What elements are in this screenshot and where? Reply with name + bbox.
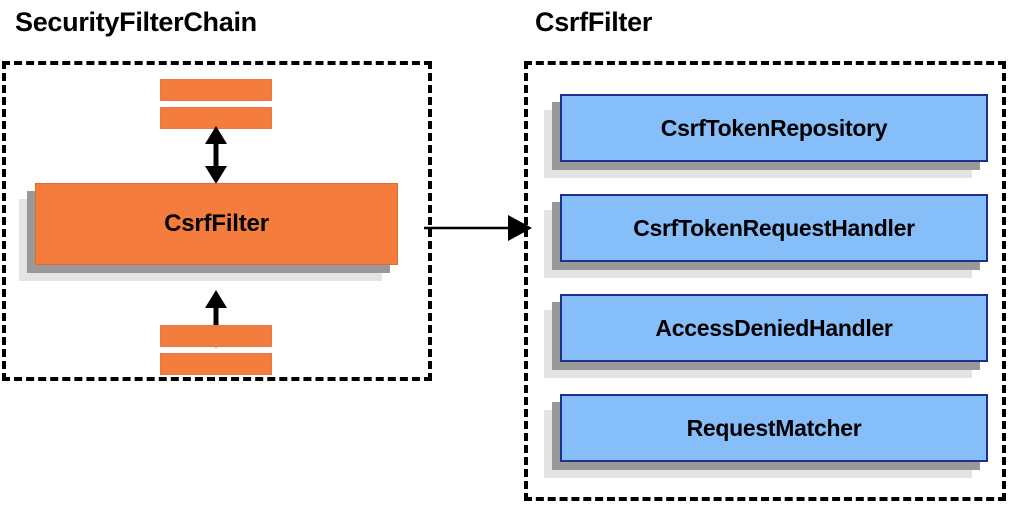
csrffilter-box[interactable]: CsrfFilter — [35, 183, 398, 265]
component-box-requestmatcher[interactable]: RequestMatcher — [560, 394, 988, 462]
component-label: AccessDeniedHandler — [655, 314, 893, 341]
component-label: CsrfTokenRepository — [660, 114, 888, 141]
csrffilter-box-label: CsrfFilter — [164, 210, 269, 237]
component-box-accessdeniedhandler[interactable]: AccessDeniedHandler — [560, 294, 988, 362]
filter-bar-bottom-1 — [160, 325, 272, 347]
component-box-csrftokenrepository[interactable]: CsrfTokenRepository — [560, 94, 988, 162]
page-title-securityfilterchain: SecurityFilterChain — [15, 7, 257, 37]
cross-panel-arrow-icon — [424, 215, 532, 241]
page-title-csrffilter: CsrfFilter — [535, 7, 653, 37]
filter-bar-top-1 — [160, 79, 272, 101]
component-box-csrftokenrequesthandler[interactable]: CsrfTokenRequestHandler — [560, 194, 988, 262]
component-label: RequestMatcher — [686, 414, 862, 441]
component-label: CsrfTokenRequestHandler — [633, 214, 915, 241]
csrffilter-components-panel — [524, 61, 1006, 501]
securityfilterchain-panel — [2, 61, 432, 381]
filter-bar-bottom-2 — [160, 353, 272, 375]
double-arrow-top-icon — [205, 126, 227, 184]
